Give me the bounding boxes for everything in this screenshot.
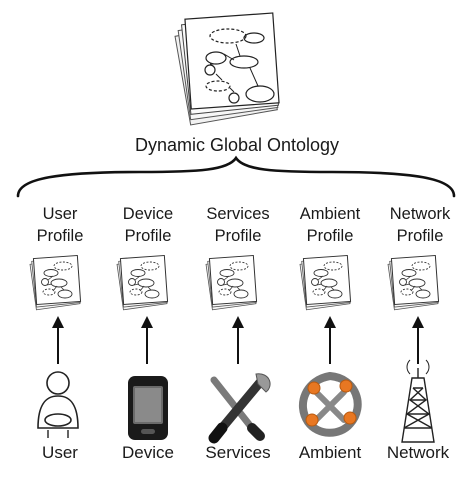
smartphone-icon (128, 376, 168, 440)
user-source-label: User (42, 443, 78, 462)
ambient-profile-label-line1: Ambient (299, 205, 361, 223)
person-icon (37, 371, 79, 438)
network-source-label: Network (386, 443, 450, 462)
ambient-network-icon (299, 371, 362, 437)
network-profile-label: Network Profile (372, 203, 468, 247)
user-profile-label-line2: Profile (36, 227, 84, 245)
device-profile-label: Device Profile (100, 203, 196, 247)
network-profile-label-line1: Network (389, 205, 451, 223)
curly-brace (16, 155, 456, 198)
global-ontology-document-icon (174, 12, 280, 126)
network-profile-label-line2: Profile (396, 227, 444, 245)
ambient-profile-label-line2: Profile (306, 227, 354, 245)
global-ontology-title: Dynamic Global Ontology (134, 135, 340, 155)
services-profile-label: Services Profile (190, 203, 286, 247)
tools-icon (208, 373, 271, 444)
device-profile-ontology-icon (116, 255, 169, 311)
device-profile-label-line2: Profile (124, 227, 172, 245)
services-source-label: Services (205, 443, 271, 462)
services-profile-label-line2: Profile (214, 227, 262, 245)
services-profile-ontology-icon (205, 255, 258, 311)
ambient-source-label: Ambient (298, 443, 362, 462)
ambient-profile-label: Ambient Profile (282, 203, 378, 247)
ambient-profile-ontology-icon (299, 255, 352, 311)
antenna-tower-icon (401, 359, 435, 443)
user-profile-ontology-icon (29, 255, 82, 311)
user-profile-label: User Profile (12, 203, 108, 247)
user-profile-label-line1: User (42, 205, 78, 223)
device-source-label: Device (122, 443, 174, 462)
device-profile-label-line1: Device (122, 205, 174, 223)
network-profile-ontology-icon (387, 255, 440, 311)
services-profile-label-line1: Services (206, 205, 270, 223)
